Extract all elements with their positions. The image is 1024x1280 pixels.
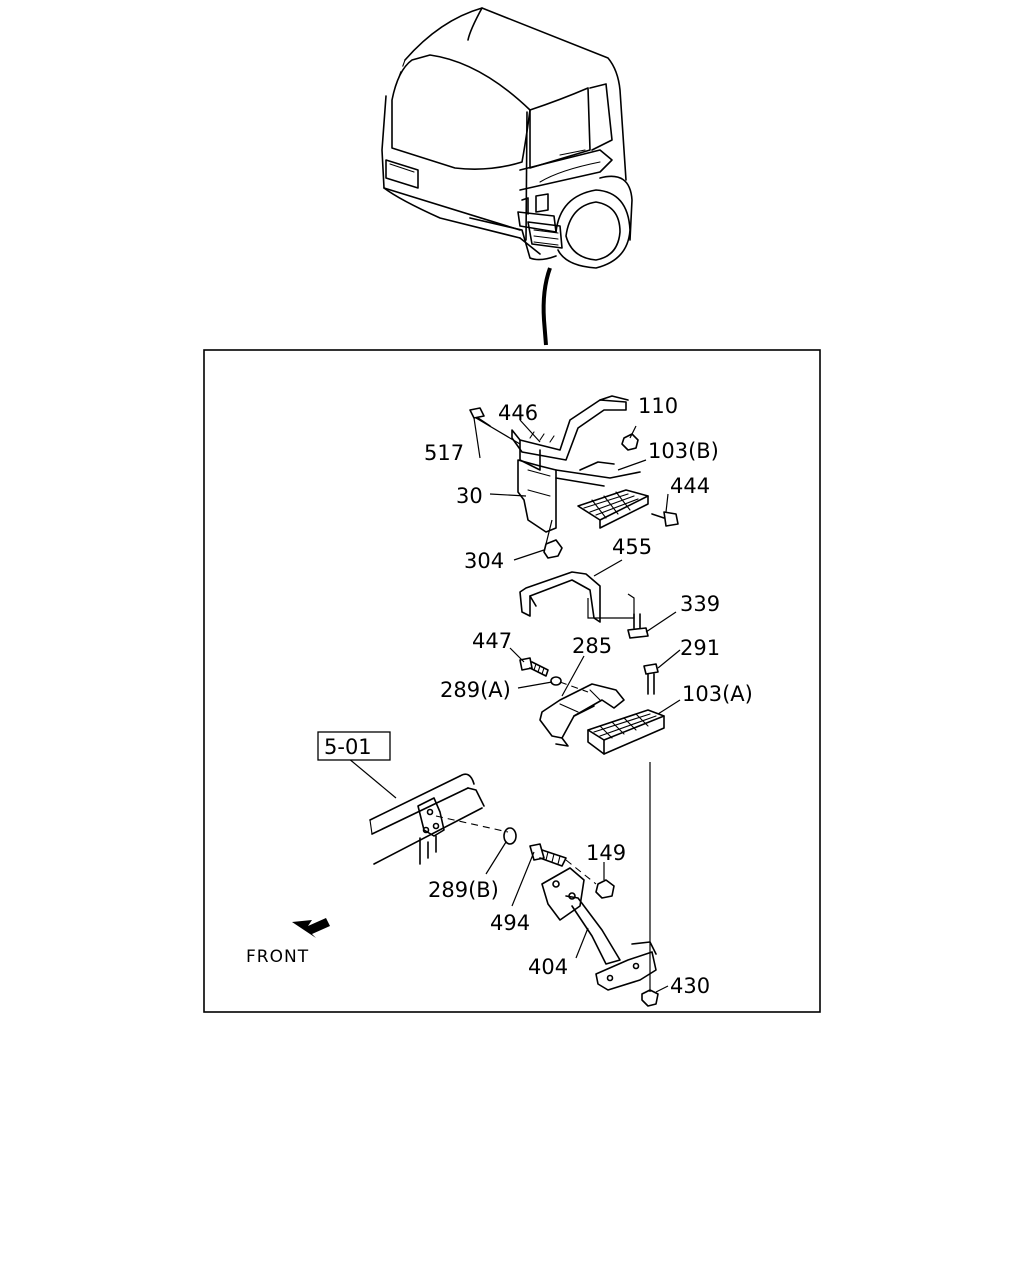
part-110-nut (621, 433, 639, 451)
pointer-arrow (541, 267, 552, 346)
part-label-103b: 103(B) (648, 439, 719, 463)
leader-lines (347, 417, 681, 993)
part-517-bolt (469, 407, 491, 427)
part-label-30: 30 (456, 484, 483, 508)
part-103a-step-tread (587, 709, 665, 755)
part-289a-washer (550, 676, 562, 686)
reference-box (317, 731, 391, 761)
part-label-285: 285 (572, 634, 612, 658)
part-label-444: 444 (670, 474, 710, 498)
part-289b-washer (503, 827, 517, 845)
part-430-nut (641, 989, 659, 1007)
part-label-455: 455 (612, 535, 652, 559)
part-label-494: 494 (490, 911, 530, 935)
part-label-103a: 103(A) (682, 682, 753, 706)
front-direction-arrow (292, 918, 330, 938)
part-label-289a: 289(A) (440, 678, 511, 702)
part-30-side-bracket (517, 459, 641, 533)
part-label-517: 517 (424, 441, 464, 465)
part-447-bolt (519, 657, 549, 677)
part-label-447: 447 (472, 629, 512, 653)
part-label-430: 430 (670, 974, 710, 998)
part-149-nut (595, 879, 615, 899)
front-label: FRONT (246, 947, 309, 967)
frame-rail (369, 773, 485, 865)
part-103b-step-tread (577, 489, 649, 529)
part-494-bolt (529, 843, 567, 867)
part-label-149: 149 (586, 841, 626, 865)
truck-cab-illustration (381, 7, 633, 269)
part-285-step-bracket (539, 683, 625, 747)
reference-box-label: 5-01 (324, 735, 372, 759)
part-291-bolt (643, 663, 659, 695)
detail-frame (203, 349, 821, 1013)
part-label-110: 110 (638, 394, 678, 418)
part-label-446: 446 (498, 401, 538, 425)
part-label-291: 291 (680, 636, 720, 660)
part-label-404: 404 (528, 955, 568, 979)
part-label-339: 339 (680, 592, 720, 616)
part-label-289b: 289(B) (428, 878, 499, 902)
assembly-lines (435, 417, 651, 992)
part-444-bolt (651, 511, 679, 527)
part-label-304: 304 (464, 549, 504, 573)
part-304-clip-nut (543, 539, 563, 559)
part-446-bracket (511, 395, 629, 471)
part-404-step-stay (541, 867, 657, 991)
